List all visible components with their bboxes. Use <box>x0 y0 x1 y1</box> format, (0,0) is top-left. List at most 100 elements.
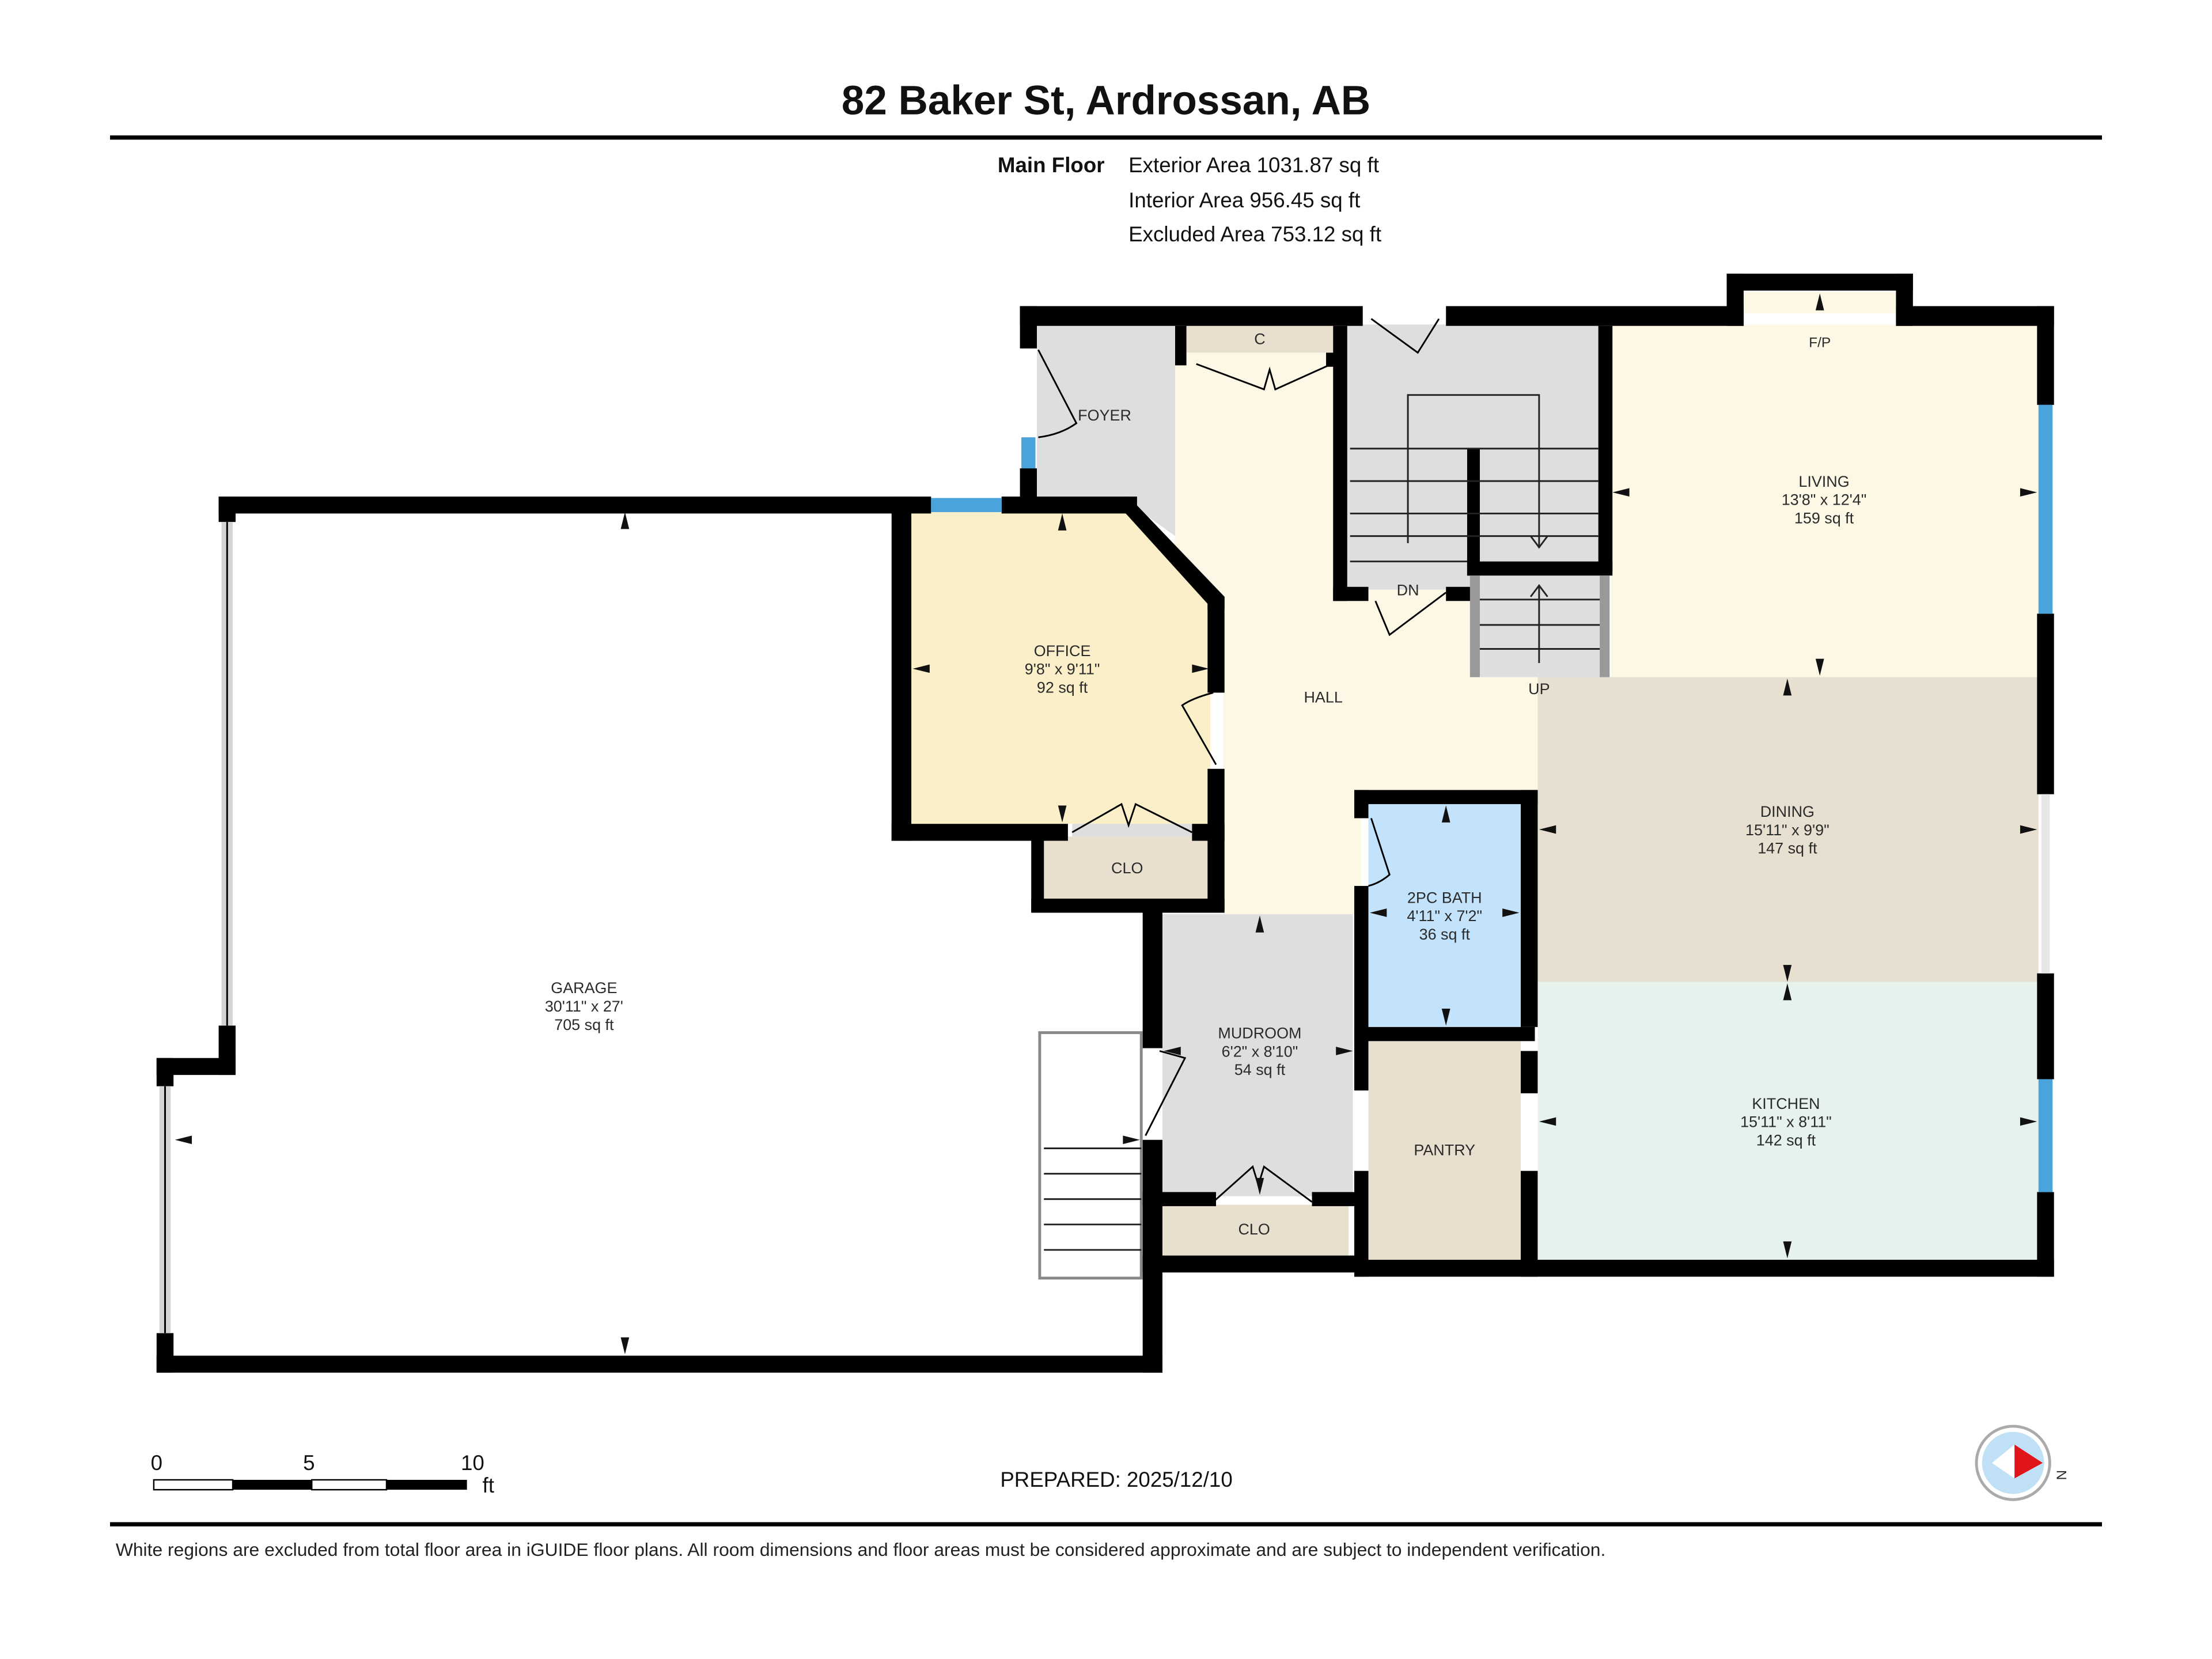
arrow-left-icon <box>1164 1047 1181 1055</box>
closet-mudroom-name: CLO <box>1238 1221 1270 1238</box>
wall <box>1521 1051 1538 1093</box>
arrow-right-icon <box>1336 1047 1353 1055</box>
garage-dims: 30'11" x 27' <box>545 998 623 1015</box>
compass-icon: N <box>1975 1425 2069 1501</box>
scale-label-10: 10 <box>461 1451 484 1475</box>
room-labels: GARAGE 30'11" x 27' 705 sq ft OFFICE 9'8… <box>545 331 1867 1238</box>
door-swing <box>1374 592 1447 637</box>
window <box>931 498 1002 512</box>
scale-segment <box>311 1479 388 1491</box>
walls <box>156 274 2054 1373</box>
arrow-down-icon <box>1815 658 1824 676</box>
kitchen-name: KITCHEN <box>1752 1095 1820 1112</box>
door-swing <box>1368 817 1391 887</box>
wall <box>218 497 896 514</box>
scale-bar: 0 5 10 ft <box>151 1451 494 1497</box>
stair-arrow <box>1529 584 1548 597</box>
wall <box>156 1058 174 1086</box>
scale-segment <box>387 1479 467 1490</box>
bath-dims: 4'11" x 7'2" <box>1407 907 1482 925</box>
dining-area: 147 sq ft <box>1758 840 1817 857</box>
dining-dims: 15'11" x 9'9" <box>1745 821 1830 839</box>
wall <box>1467 561 1613 576</box>
arrow-down-icon <box>1255 1177 1264 1195</box>
pantry-name: PANTRY <box>1414 1142 1475 1159</box>
footer-divider <box>110 1522 2102 1527</box>
exterior-area: Exterior Area 1031.87 sq ft <box>1128 153 1379 177</box>
living-name: LIVING <box>1798 473 1849 490</box>
wall <box>1726 274 1744 326</box>
foyer-name: FOYER <box>1078 407 1131 424</box>
wall <box>1521 790 1538 1027</box>
living-fill <box>1611 324 2039 677</box>
door-swing <box>1196 363 1332 391</box>
arrow-right-icon <box>2020 1117 2037 1126</box>
wall <box>2037 306 2054 405</box>
wall <box>1020 306 1363 326</box>
closet-office-name: CLO <box>1111 859 1143 877</box>
wall <box>1142 1255 1369 1272</box>
windows <box>931 404 2053 1192</box>
wall <box>1142 910 1162 1048</box>
arrow-up-icon <box>1058 513 1067 531</box>
wall <box>156 1355 1162 1373</box>
wall <box>1446 306 1744 326</box>
bath-name: 2PC BATH <box>1407 889 1482 906</box>
closet-office-fill <box>1042 836 1212 899</box>
stair-path <box>1407 394 1540 548</box>
wall <box>1521 1171 1538 1277</box>
dining-name: DINING <box>1760 803 1815 820</box>
wall <box>1333 586 1369 601</box>
living-area: 159 sq ft <box>1794 510 1854 527</box>
door-swing <box>1037 349 1078 438</box>
arrow-down-icon <box>1441 1009 1450 1026</box>
arrow-up-icon <box>620 512 630 529</box>
arrow-down-icon <box>620 1337 630 1355</box>
wall <box>1467 448 1480 576</box>
door-swing <box>1370 318 1440 354</box>
garage-area: 705 sq ft <box>554 1016 614 1033</box>
railing <box>1469 575 1480 677</box>
bath-fill <box>1368 804 1521 1027</box>
wall <box>1333 325 1347 601</box>
bath-area: 36 sq ft <box>1419 926 1471 943</box>
mudroom-dims: 6'2" x 8'10" <box>1222 1043 1298 1060</box>
garage-name: GARAGE <box>551 979 617 997</box>
scale-segment <box>233 1479 312 1490</box>
stair-arrow <box>1529 535 1548 549</box>
dimension-markers <box>175 293 2037 1355</box>
hall-name: HALL <box>1304 689 1342 706</box>
closet-office-door-fill <box>1072 824 1192 837</box>
arrow-up-icon <box>1441 805 1450 823</box>
interior-area: Interior Area 956.45 sq ft <box>1128 188 1360 212</box>
living-dims: 13'8" x 12'4" <box>1782 491 1867 509</box>
door-swing <box>1145 1050 1187 1137</box>
wall <box>1020 306 1037 349</box>
closet-mudroom-fill <box>1160 1205 1349 1256</box>
floor-label: Main Floor <box>998 153 1105 177</box>
arrow-right-icon <box>1123 1135 1140 1145</box>
closet-hall-name: C <box>1254 331 1265 348</box>
kitchen-area: 142 sq ft <box>1756 1132 1816 1149</box>
wall <box>1354 790 1538 804</box>
wall <box>1896 306 2054 326</box>
arrow-up-icon <box>1783 678 1792 696</box>
kitchen-dims: 15'11" x 8'11" <box>1740 1113 1832 1131</box>
header-divider <box>110 135 2102 140</box>
railing <box>1600 575 1610 677</box>
wall <box>1312 1192 1357 1206</box>
wall <box>1726 274 1913 291</box>
closet-hall-fill <box>1185 324 1334 353</box>
arrow-down-icon <box>1783 965 1792 982</box>
door-swing <box>1181 692 1217 766</box>
scale-label-0: 0 <box>151 1451 162 1475</box>
arrow-left-icon <box>1539 825 1556 834</box>
wall <box>1354 1027 1535 1041</box>
scale-unit: ft <box>483 1474 494 1497</box>
arrow-right-icon <box>1192 664 1209 673</box>
arrow-right-icon <box>1502 908 1520 917</box>
wall <box>1175 325 1187 366</box>
scale-label-5: 5 <box>303 1451 315 1475</box>
door-swing <box>1071 802 1193 834</box>
